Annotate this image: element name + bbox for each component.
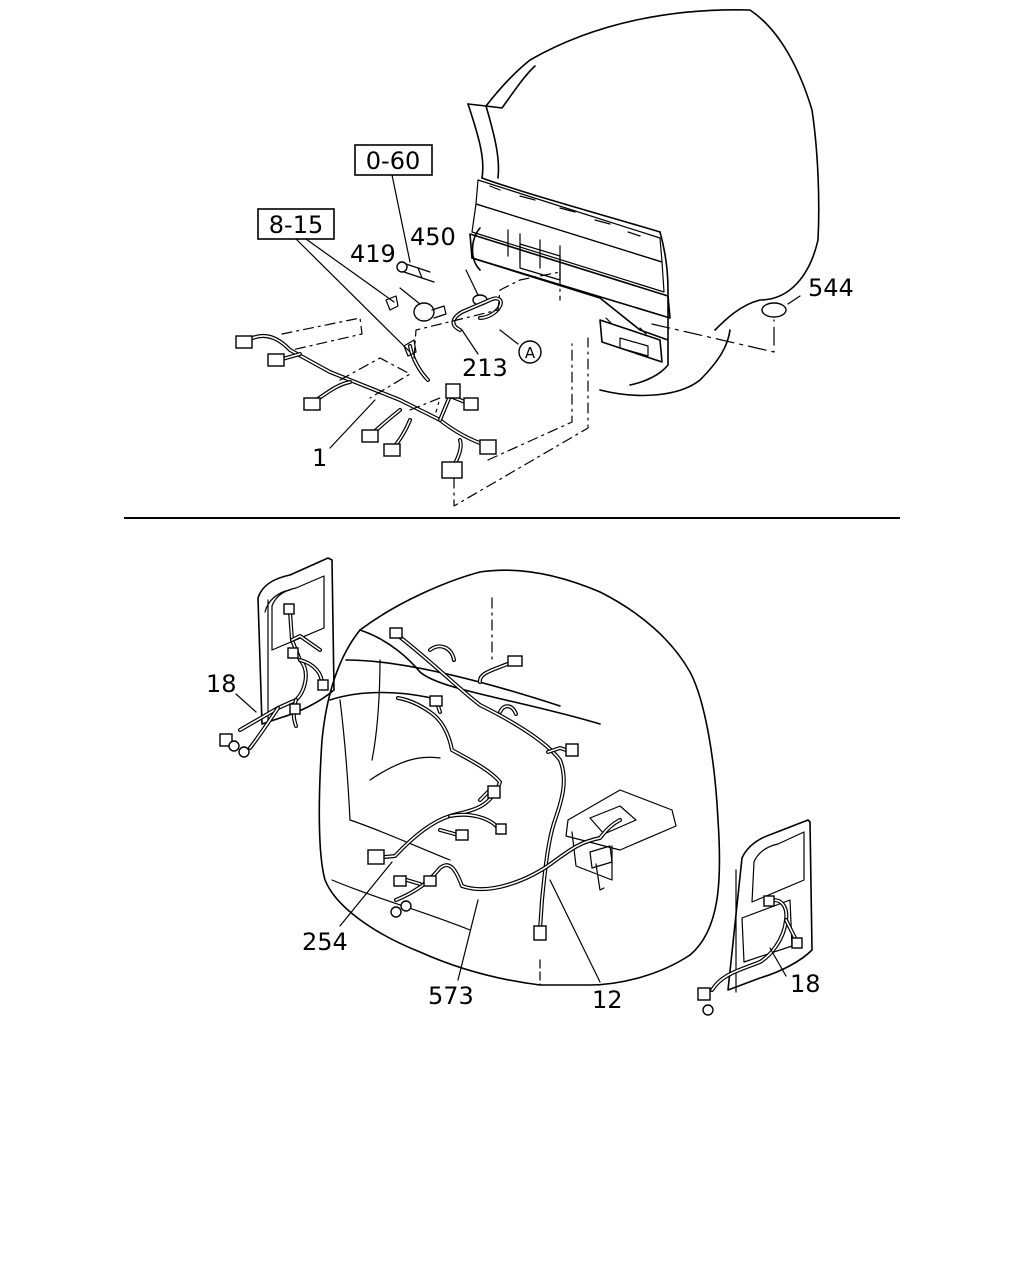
part-213-wire bbox=[451, 296, 503, 355]
connector bbox=[267, 353, 285, 367]
bolt-part bbox=[396, 261, 435, 283]
reference-box-0-60-label: 0-60 bbox=[366, 147, 420, 175]
connector bbox=[463, 397, 479, 411]
callout-254: 254 bbox=[302, 928, 348, 956]
top-diagram: 0-60 8-15 419 450 bbox=[235, 8, 854, 507]
callout-18-right: 18 bbox=[790, 970, 821, 998]
left-door bbox=[219, 557, 335, 758]
main-harness-1 bbox=[235, 271, 589, 507]
marker-a-label: A bbox=[525, 344, 536, 362]
callout-18-left: 18 bbox=[206, 670, 237, 698]
connector bbox=[445, 383, 461, 399]
callout-12: 12 bbox=[592, 986, 623, 1014]
reference-box-0-60[interactable]: 0-60 bbox=[354, 144, 433, 176]
part-419 bbox=[399, 287, 447, 322]
reference-box-8-15[interactable]: 8-15 bbox=[257, 208, 335, 240]
harness-254 bbox=[339, 695, 507, 927]
harness-573 bbox=[390, 818, 622, 981]
connector bbox=[441, 461, 463, 479]
reference-box-8-15-label: 8-15 bbox=[269, 211, 323, 239]
right-door bbox=[697, 819, 813, 1016]
connector bbox=[235, 335, 253, 349]
connector bbox=[361, 429, 379, 443]
callout-1: 1 bbox=[312, 444, 327, 472]
marker-a: A bbox=[499, 329, 542, 364]
callout-419: 419 bbox=[350, 240, 396, 268]
connector bbox=[303, 397, 321, 411]
cab-front-outline bbox=[467, 8, 820, 397]
part-544 bbox=[651, 295, 801, 353]
callout-450: 450 bbox=[410, 223, 456, 251]
connector bbox=[479, 439, 497, 455]
harness-12 bbox=[389, 627, 601, 983]
callout-213: 213 bbox=[462, 354, 508, 382]
callout-544: 544 bbox=[808, 274, 854, 302]
cab-interior-outline bbox=[318, 569, 721, 986]
callout-573: 573 bbox=[428, 982, 474, 1010]
part-450 bbox=[465, 269, 488, 306]
connector bbox=[383, 443, 401, 457]
bottom-diagram: 18 bbox=[206, 557, 821, 1016]
